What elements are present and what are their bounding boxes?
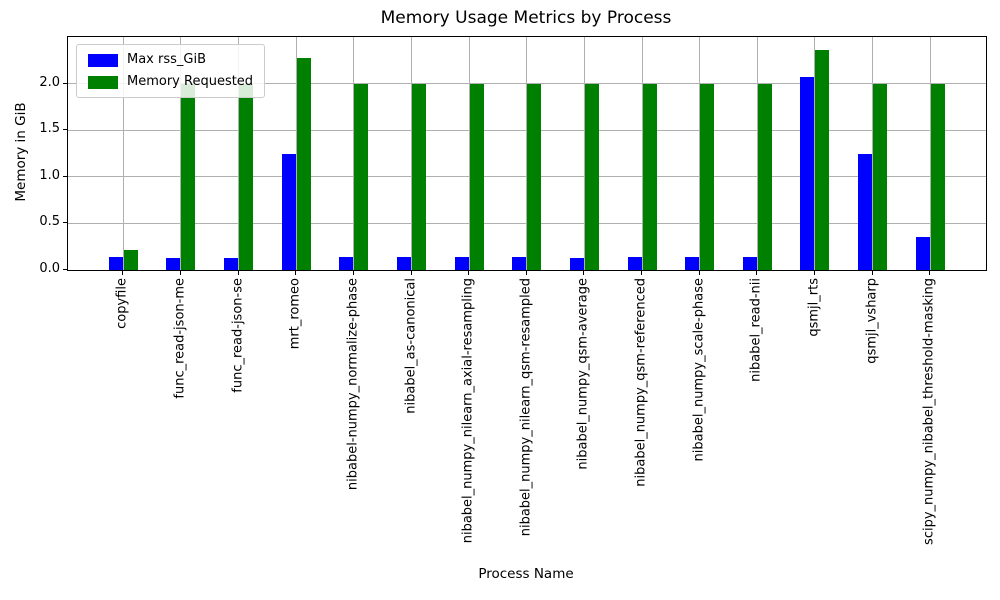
x-tick-label: nibabel_numpy_nilearn_axial-resampling bbox=[460, 278, 476, 544]
legend-label: Memory Requested bbox=[127, 74, 254, 89]
y-axis-label: Memory in GiB bbox=[13, 102, 29, 202]
x-tick-mark bbox=[871, 271, 873, 275]
bar-max-rss bbox=[858, 154, 873, 270]
gridline-vertical bbox=[814, 37, 816, 270]
x-tick-mark bbox=[929, 271, 931, 275]
x-tick-label: qsmjl_rts bbox=[806, 278, 822, 337]
x-tick-mark bbox=[583, 271, 585, 275]
bar-max-rss bbox=[742, 256, 757, 270]
x-tick-mark bbox=[237, 271, 239, 275]
x-tick-label: nibabel_as-canonical bbox=[403, 278, 418, 414]
bar-max-rss bbox=[512, 256, 527, 270]
bar-memory-requested bbox=[930, 83, 945, 270]
y-tick-mark bbox=[63, 129, 67, 131]
gridline-vertical bbox=[756, 37, 758, 270]
x-tick-mark bbox=[352, 271, 354, 275]
bar-max-rss bbox=[915, 237, 930, 270]
y-tick-label: 0.0 bbox=[39, 261, 60, 276]
x-tick-label: nibabel_numpy_qsm-referenced bbox=[633, 278, 649, 487]
legend-color-patch bbox=[88, 53, 118, 67]
legend-color-patch bbox=[88, 75, 118, 89]
bar-max-rss bbox=[224, 257, 239, 270]
gridline-vertical bbox=[526, 37, 528, 270]
gridline-vertical bbox=[872, 37, 874, 270]
gridline-vertical bbox=[699, 37, 701, 270]
bar-max-rss bbox=[800, 77, 815, 270]
legend-item: Memory Requested bbox=[88, 75, 253, 89]
x-tick-label: nibabel_numpy_nilearn_qsm-resampled bbox=[518, 278, 534, 537]
x-tick-mark bbox=[410, 271, 412, 275]
bar-max-rss bbox=[569, 257, 584, 270]
gridline-vertical bbox=[468, 37, 470, 270]
x-tick-label: func_read-json-se bbox=[230, 278, 246, 393]
bar-max-rss bbox=[685, 256, 700, 270]
x-tick-mark bbox=[813, 271, 815, 275]
x-tick-label: copyfile bbox=[114, 278, 130, 329]
bar-memory-requested bbox=[354, 83, 369, 270]
x-tick-label: nibabel-numpy_normalize-phase bbox=[345, 278, 361, 491]
y-tick-mark bbox=[63, 82, 67, 84]
bar-memory-requested bbox=[181, 83, 196, 270]
gridline-vertical bbox=[353, 37, 355, 270]
plot-area: Max rss_GiB Memory Requested bbox=[67, 36, 987, 271]
bar-memory-requested bbox=[239, 83, 254, 270]
gridline-vertical bbox=[295, 37, 297, 270]
bar-max-rss bbox=[454, 256, 469, 270]
bar-memory-requested bbox=[815, 50, 830, 270]
x-tick-label: nibabel_read-nii bbox=[748, 278, 764, 382]
x-tick-mark bbox=[525, 271, 527, 275]
bar-memory-requested bbox=[296, 58, 311, 270]
gridline-vertical bbox=[411, 37, 412, 270]
bar-max-rss bbox=[166, 257, 181, 270]
bar-memory-requested bbox=[412, 83, 426, 270]
bar-memory-requested bbox=[469, 83, 484, 270]
chart-title: Memory Usage Metrics by Process bbox=[380, 8, 672, 28]
bar-max-rss bbox=[108, 256, 123, 270]
y-tick-label: 1.0 bbox=[39, 167, 60, 183]
bar-memory-requested bbox=[700, 83, 715, 270]
x-tick-label: qsmjl_vsharp bbox=[864, 278, 880, 364]
bar-max-rss bbox=[281, 153, 296, 270]
legend-label: Max rss_GiB bbox=[127, 52, 207, 67]
x-tick-mark bbox=[756, 271, 758, 275]
x-tick-mark bbox=[122, 271, 124, 275]
gridline-vertical bbox=[238, 37, 240, 270]
y-tick-mark bbox=[63, 222, 67, 224]
y-tick-mark bbox=[63, 269, 67, 270]
legend-item: Max rss_GiB bbox=[88, 53, 253, 67]
x-tick-label: mrt_romeo bbox=[287, 278, 303, 350]
x-tick-mark bbox=[179, 271, 181, 275]
y-tick-label: 1.5 bbox=[39, 121, 60, 137]
x-tick-label: nibabel_numpy_qsm-average bbox=[575, 278, 591, 470]
bar-memory-requested bbox=[873, 83, 888, 270]
legend: Max rss_GiB Memory Requested bbox=[76, 44, 266, 98]
bar-memory-requested bbox=[642, 83, 657, 270]
gridline-vertical bbox=[583, 37, 585, 270]
x-tick-label: scipy_numpy_nibabel_threshold-masking bbox=[921, 278, 937, 545]
gridline-vertical bbox=[641, 37, 643, 270]
gridline-vertical bbox=[929, 37, 931, 270]
x-tick-label: nibabel_numpy_scale-phase bbox=[691, 278, 707, 462]
x-tick-mark bbox=[295, 271, 297, 275]
gridline-vertical bbox=[122, 37, 124, 270]
x-tick-label: func_read-json-me bbox=[172, 278, 188, 399]
x-tick-mark bbox=[698, 271, 700, 275]
bar-memory-requested bbox=[757, 83, 772, 270]
y-tick-label: 0.5 bbox=[39, 214, 60, 230]
gridline-vertical bbox=[180, 37, 182, 270]
y-tick-mark bbox=[63, 175, 67, 177]
bar-max-rss bbox=[627, 256, 642, 270]
bar-memory-requested bbox=[527, 83, 542, 270]
bar-max-rss bbox=[339, 256, 354, 270]
bar-max-rss bbox=[397, 256, 411, 270]
bar-memory-requested bbox=[584, 83, 599, 270]
x-axis-label: Process Name bbox=[478, 566, 574, 582]
x-tick-mark bbox=[468, 271, 470, 275]
y-tick-label: 2.0 bbox=[39, 74, 60, 90]
x-tick-mark bbox=[641, 271, 643, 275]
bar-memory-requested bbox=[123, 250, 138, 270]
